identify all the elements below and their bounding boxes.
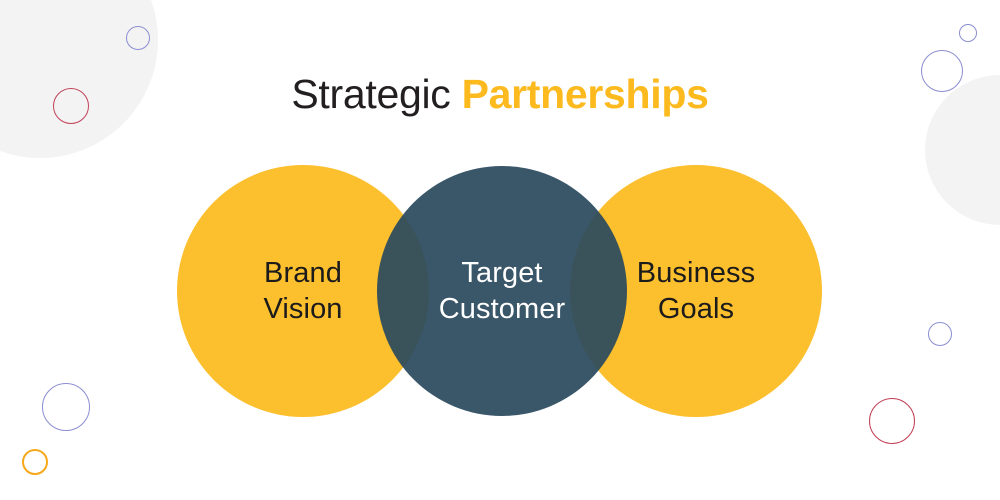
venn-label-business-goals-line1: Business (636, 257, 756, 289)
page-title-accent: Partnerships (461, 71, 709, 117)
venn-label-brand-vision-line1: Brand (264, 257, 342, 289)
page-title: Strategic Partnerships (0, 68, 1000, 120)
venn-circle-business-goals[interactable] (570, 165, 822, 417)
venn-label-brand-vision: Brand Vision (188, 255, 418, 327)
venn-label-target-customer: Target Customer (387, 255, 617, 327)
venn-label-brand-vision-line2: Vision (263, 293, 343, 325)
venn-label-business-goals-line2: Goals (657, 293, 735, 325)
venn-label-business-goals: Business Goals (581, 255, 811, 327)
page-title-plain: Strategic (291, 71, 462, 117)
venn-circle-brand-vision[interactable] (177, 165, 429, 417)
venn-label-target-customer-line2: Customer (438, 293, 566, 325)
venn-label-target-customer-line1: Target (461, 257, 543, 289)
venn-circle-target-customer[interactable] (377, 166, 627, 416)
